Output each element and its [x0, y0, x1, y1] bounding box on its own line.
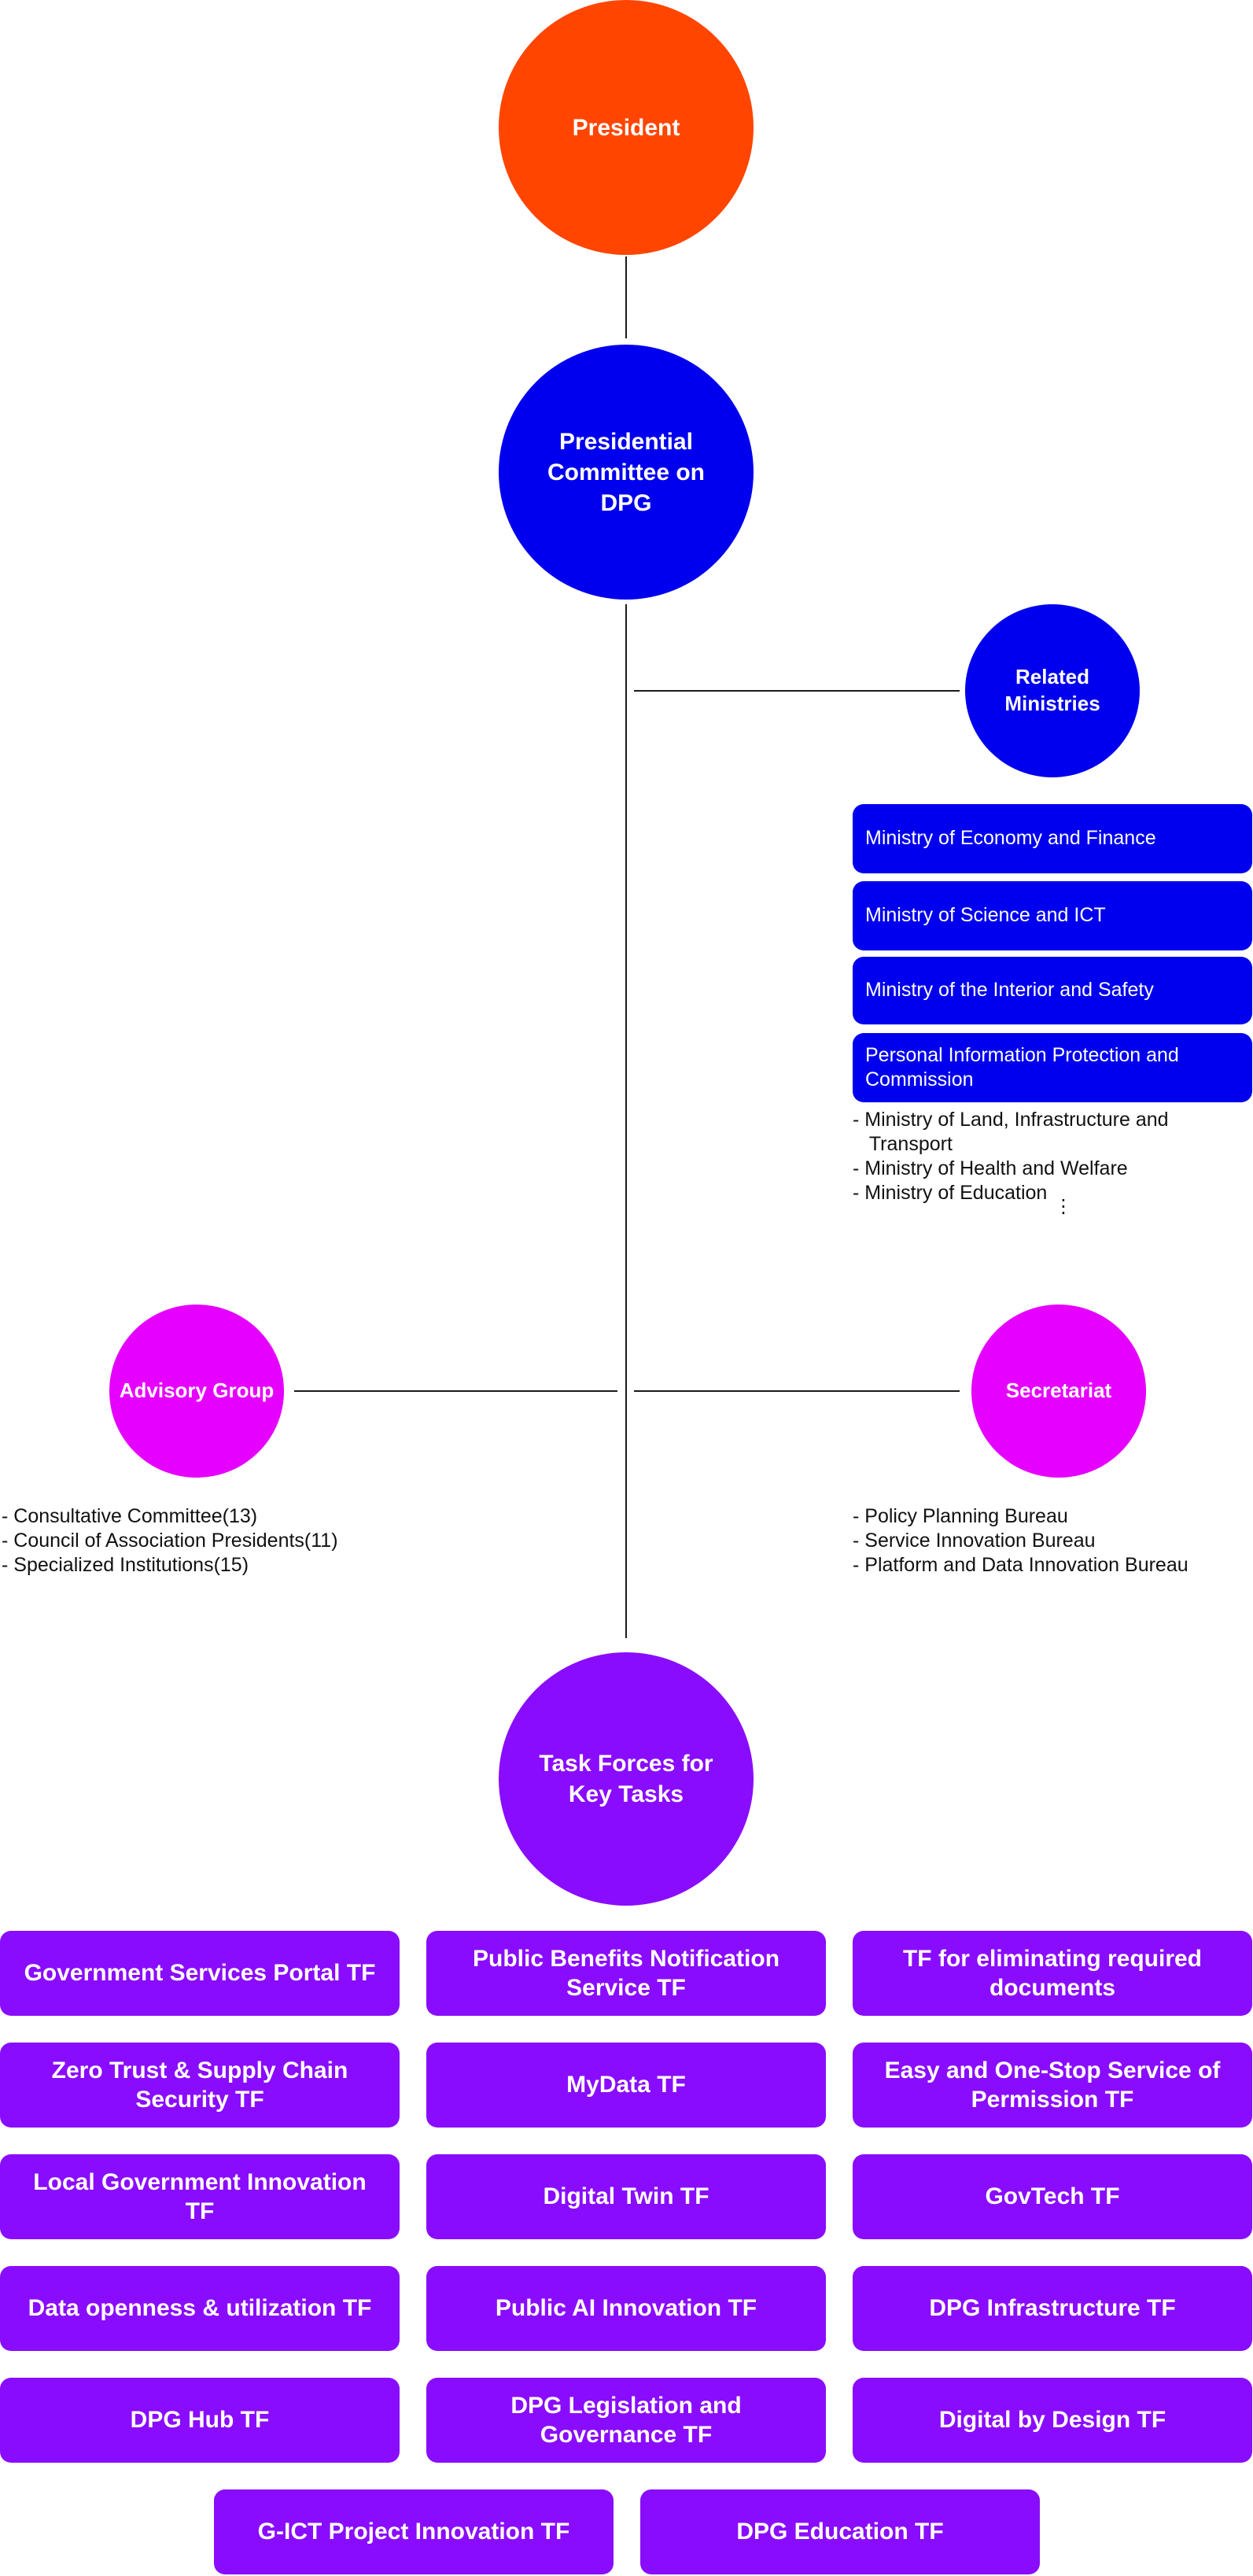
ministry-list-item: - Ministry of Education	[853, 1182, 1048, 1204]
secretariat-list: - Policy Planning Bureau - Service Innov…	[853, 1504, 1246, 1578]
committee-label: Presidential Committee on DPG	[547, 428, 705, 516]
ministry-box-label: Personal Information Protection and Comm…	[865, 1043, 1179, 1091]
tf-label: Data openness & utilization TF	[28, 2295, 372, 2322]
tf-box-data-openness: Data openness & utilization TF	[0, 2266, 400, 2351]
tf-label: Digital by Design TF	[938, 2407, 1166, 2434]
advisory-list-item: - Specialized Institutions(15)	[2, 1554, 249, 1576]
ministry-list-item: - Ministry of Health and Welfare	[853, 1157, 1128, 1179]
connector-to-ministries	[634, 690, 960, 692]
tf-label: Government Services Portal TF	[24, 1960, 376, 1987]
ministry-box-science: Ministry of Science and ICT	[853, 881, 1252, 950]
tf-box-digital-twin: Digital Twin TF	[426, 2154, 826, 2239]
tf-label: Public AI Innovation TF	[495, 2295, 757, 2322]
tf-label: G-ICT Project Innovation TF	[257, 2519, 570, 2545]
advisory-list: - Consultative Committee(13) - Council o…	[2, 1504, 442, 1578]
tf-label: Easy and One-Stop Service of Permission …	[884, 2057, 1221, 2113]
tf-box-public-ai: Public AI Innovation TF	[426, 2266, 826, 2351]
tf-label: GovTech TF	[985, 2183, 1120, 2210]
tf-label: DPG Education TF	[736, 2519, 944, 2545]
tf-box-government-services-portal: Government Services Portal TF	[0, 1931, 400, 2016]
advisory-list-item: - Council of Association Presidents(11)	[2, 1530, 338, 1552]
connector-to-advisory	[294, 1390, 617, 1392]
tf-box-dpg-infrastructure: DPG Infrastructure TF	[853, 2266, 1252, 2351]
ministry-box-interior: Ministry of the Interior and Safety	[853, 957, 1252, 1024]
advisory-label: Advisory Group	[119, 1378, 275, 1403]
tf-box-dpg-education: DPG Education TF	[640, 2489, 1040, 2574]
tf-label: TF for eliminating required documents	[902, 1945, 1203, 2002]
tf-box-one-stop-permission: Easy and One-Stop Service of Permission …	[853, 2043, 1252, 2128]
ministries-node: Related Ministries	[965, 604, 1140, 777]
tf-box-dpg-hub: DPG Hub TF	[0, 2378, 400, 2463]
tf-box-mydata: MyData TF	[426, 2043, 826, 2128]
tf-box-g-ict-project: G-ICT Project Innovation TF	[214, 2489, 614, 2574]
secretariat-list-item: - Policy Planning Bureau	[853, 1505, 1068, 1527]
tf-label: DPG Hub TF	[130, 2407, 270, 2434]
tf-label: Digital Twin TF	[543, 2183, 709, 2210]
ministry-box-label: Ministry of the Interior and Safety	[865, 979, 1154, 1002]
secretariat-node: Secretariat	[971, 1305, 1146, 1478]
advisory-list-item: - Consultative Committee(13)	[2, 1505, 258, 1527]
ministry-box-privacy: Personal Information Protection and Comm…	[853, 1033, 1252, 1102]
tf-box-dpg-legislation: DPG Legislation and Governance TF	[426, 2378, 826, 2463]
connector-to-secretariat	[634, 1390, 960, 1392]
tf-box-local-government: Local Government Innovation TF	[0, 2154, 400, 2239]
committee-node: Presidential Committee on DPG	[499, 345, 754, 600]
ministry-box-label: Ministry of Science and ICT	[865, 904, 1106, 927]
tf-box-govtech: GovTech TF	[853, 2154, 1252, 2239]
tf-label: Zero Trust & Supply Chain Security TF	[51, 2057, 348, 2113]
ministry-box-label: Ministry of Economy and Finance	[865, 827, 1156, 850]
secretariat-list-item: - Platform and Data Innovation Bureau	[853, 1554, 1189, 1576]
president-label: President	[572, 114, 680, 141]
secretariat-list-item: - Service Innovation Bureau	[853, 1530, 1096, 1552]
connector-president-committee	[625, 256, 627, 338]
tf-label: DPG Infrastructure TF	[929, 2295, 1176, 2322]
tf-box-eliminating-documents: TF for eliminating required documents	[853, 1931, 1252, 2016]
secretariat-label: Secretariat	[1005, 1378, 1112, 1403]
tf-box-public-benefits: Public Benefits Notification Service TF	[426, 1931, 826, 2016]
tf-label: MyData TF	[566, 2072, 686, 2098]
advisory-node: Advisory Group	[109, 1305, 284, 1478]
president-node: President	[499, 0, 754, 255]
tf-box-digital-by-design: Digital by Design TF	[853, 2378, 1252, 2463]
ministries-label: Related Ministries	[1004, 665, 1100, 715]
taskforces-label: Task Forces for Key Tasks	[539, 1751, 713, 1807]
ministry-box-economy: Ministry of Economy and Finance	[853, 804, 1252, 873]
tf-box-zero-trust: Zero Trust & Supply Chain Security TF	[0, 2043, 400, 2128]
more-ministries-ellipsis: ⋮	[1054, 1196, 1073, 1217]
taskforces-node: Task Forces for Key Tasks	[499, 1652, 754, 1906]
tf-label: Local Government Innovation TF	[33, 2168, 367, 2225]
tf-label: Public Benefits Notification Service TF	[472, 1945, 780, 2002]
ministry-list-item: - Ministry of Land, Infrastructure and T…	[853, 1109, 1169, 1155]
tf-label: DPG Legislation and Governance TF	[510, 2392, 742, 2449]
connector-committee-taskforces	[625, 604, 627, 1638]
ministry-list: - Ministry of Land, Infrastructure and T…	[853, 1108, 1246, 1205]
